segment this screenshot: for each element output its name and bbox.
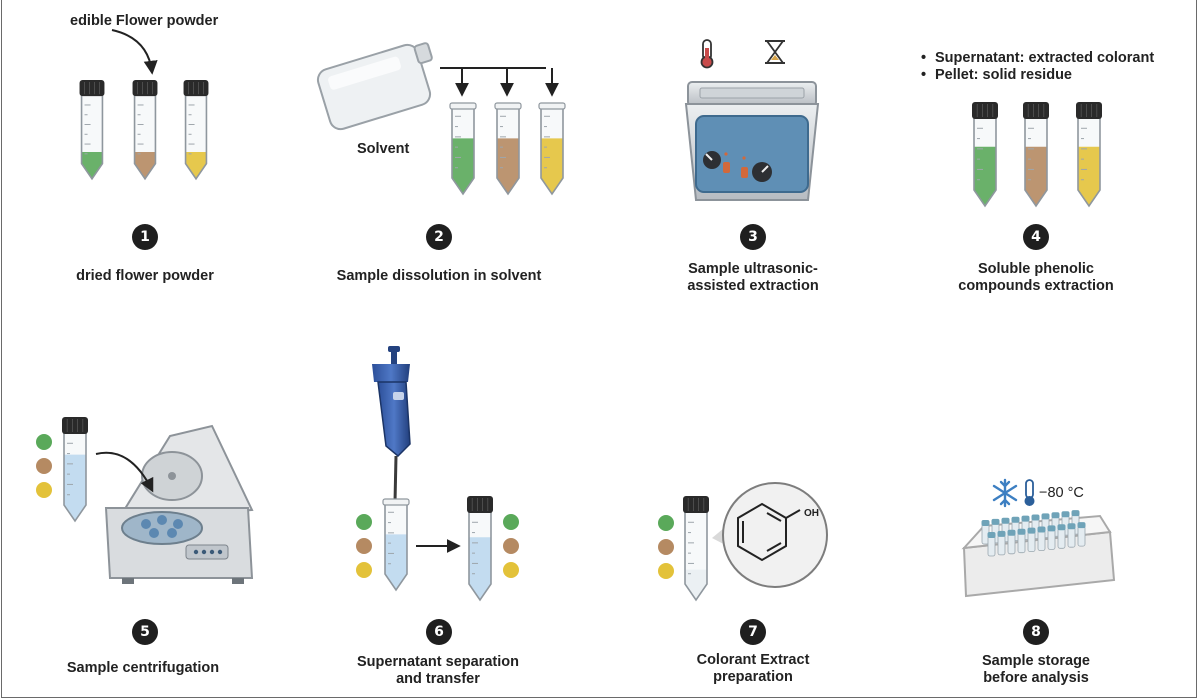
tube-icon bbox=[1076, 102, 1102, 208]
step-caption: Sample storage before analysis bbox=[906, 653, 1166, 687]
hourglass-icon bbox=[765, 40, 785, 64]
snowflake-icon bbox=[992, 478, 1018, 508]
oh-group-label: OH bbox=[804, 508, 819, 519]
caption-line: assisted extraction bbox=[687, 278, 819, 294]
caption-line: Sample ultrasonic- bbox=[688, 261, 818, 277]
step-caption: Colorant Extract preparation bbox=[623, 652, 883, 686]
step-badge: 2 bbox=[426, 224, 452, 250]
step-badge: 4 bbox=[1023, 224, 1049, 250]
rack-tube bbox=[1037, 526, 1046, 551]
caption-line: preparation bbox=[713, 669, 793, 685]
caption-line: Sample centrifugation bbox=[66, 660, 220, 676]
tube-icon bbox=[683, 496, 709, 602]
rack-tube bbox=[987, 532, 996, 557]
caption-line: compounds extraction bbox=[958, 278, 1114, 294]
solvent-bottle-icon bbox=[316, 42, 433, 131]
caption-line: Sample storage bbox=[982, 653, 1090, 669]
thermometer-icon bbox=[700, 39, 714, 69]
storage-rack-icon bbox=[961, 510, 1116, 598]
step-caption: Sample dissolution in solvent bbox=[309, 268, 569, 285]
step-badge: 5 bbox=[132, 619, 158, 645]
rack-tube bbox=[1007, 529, 1016, 555]
caption-line: Soluble phenolic bbox=[977, 261, 1094, 277]
rack-tube bbox=[1077, 522, 1086, 547]
tube-icon bbox=[183, 80, 209, 181]
tube-icon bbox=[538, 102, 566, 196]
storage-temperature-label: −80 °C bbox=[1039, 485, 1084, 501]
color-dots bbox=[658, 515, 674, 579]
solvent-label: Solvent bbox=[357, 141, 410, 157]
extraction-notes: Supernatant: extracted colorant Pellet: … bbox=[921, 50, 1154, 84]
ultrasonic-bath-icon bbox=[684, 81, 820, 201]
step-badge: 6 bbox=[426, 619, 452, 645]
step-caption: Sample ultrasonic- assisted extraction bbox=[623, 261, 883, 295]
tube-icon bbox=[1023, 102, 1049, 208]
rack-tube bbox=[1067, 523, 1076, 548]
caption-line: dried flower powder bbox=[76, 268, 214, 284]
rack-tube bbox=[1047, 525, 1056, 550]
step-caption: Supernatant separation and transfer bbox=[308, 654, 568, 688]
tube-icon bbox=[467, 496, 493, 602]
caption-line: Colorant Extract bbox=[696, 652, 810, 668]
color-dots bbox=[356, 514, 372, 578]
thermometer-icon bbox=[1024, 479, 1035, 506]
note-item: Pellet: solid residue bbox=[921, 67, 1154, 84]
step-caption: Sample centrifugation bbox=[13, 660, 273, 677]
step-badge: 3 bbox=[740, 224, 766, 250]
tube-icon bbox=[972, 102, 998, 208]
tube-icon bbox=[79, 80, 105, 181]
rack-tube bbox=[997, 530, 1006, 556]
powder-label: edible Flower powder bbox=[70, 13, 219, 29]
step-caption: dried flower powder bbox=[15, 268, 275, 285]
tube-icon bbox=[382, 498, 410, 592]
phenol-structure-icon bbox=[722, 482, 828, 588]
step-badge: 8 bbox=[1023, 619, 1049, 645]
centrifuge-icon bbox=[104, 424, 254, 584]
rack-tube bbox=[1057, 524, 1066, 549]
load-arrow bbox=[95, 451, 154, 493]
step-badge: 7 bbox=[740, 619, 766, 645]
step-badge: 1 bbox=[132, 224, 158, 250]
rack-tube bbox=[1027, 527, 1036, 552]
note-item: Supernatant: extracted colorant bbox=[921, 50, 1154, 67]
caption-line: before analysis bbox=[983, 670, 1089, 686]
rack-tube bbox=[1041, 513, 1050, 538]
caption-line: Supernatant separation bbox=[357, 654, 519, 670]
powder-arrow bbox=[111, 29, 158, 75]
color-dots bbox=[503, 514, 519, 578]
caption-line: Sample dissolution in solvent bbox=[336, 268, 542, 284]
color-dots bbox=[36, 434, 52, 498]
pipette-icon bbox=[372, 346, 411, 512]
step-caption: Soluble phenolic compounds extraction bbox=[906, 261, 1166, 295]
tube-icon bbox=[449, 102, 477, 196]
caption-line: and transfer bbox=[396, 671, 480, 687]
rack-tube bbox=[1017, 528, 1026, 554]
tube-icon bbox=[132, 80, 158, 181]
tube-icon bbox=[494, 102, 522, 196]
tube-icon bbox=[62, 417, 88, 523]
